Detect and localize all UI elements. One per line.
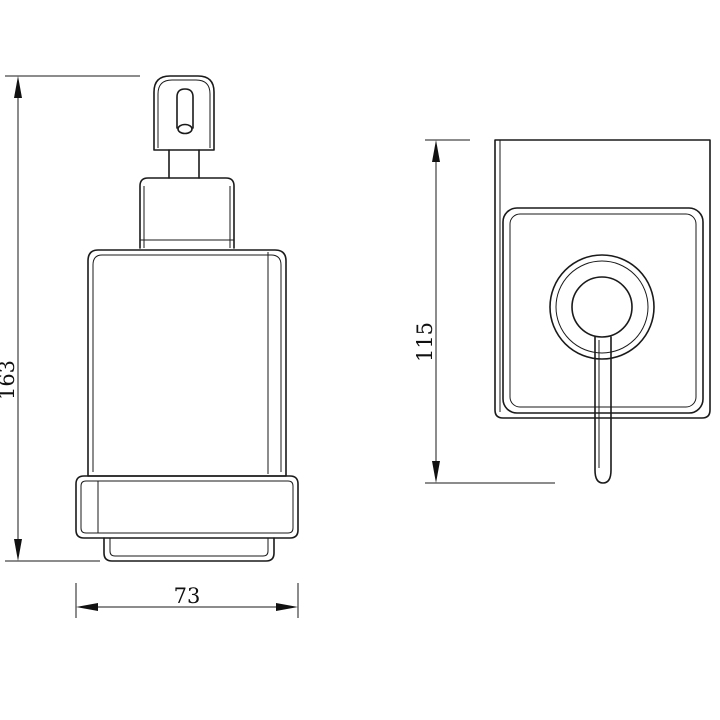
height-dimension-label: 163 [0, 360, 19, 400]
pump-neck [168, 149, 200, 179]
dimension-depth: 115 [413, 139, 555, 484]
round-knob [549, 254, 655, 360]
dispenser-base [75, 475, 299, 539]
dimension-width: 73 [75, 583, 299, 618]
lever-handle [594, 336, 612, 484]
wall-plate [494, 139, 711, 419]
side-view [494, 139, 711, 484]
pump-collar [139, 177, 235, 249]
holder-frame [502, 207, 704, 414]
dispenser-body [87, 249, 287, 477]
dispenser-foot [103, 537, 275, 562]
width-dimension-label: 73 [174, 584, 201, 608]
depth-dimension-label: 115 [413, 322, 437, 362]
dimension-height: 163 [0, 75, 140, 562]
pump-head [153, 75, 215, 151]
front-view [75, 75, 299, 562]
